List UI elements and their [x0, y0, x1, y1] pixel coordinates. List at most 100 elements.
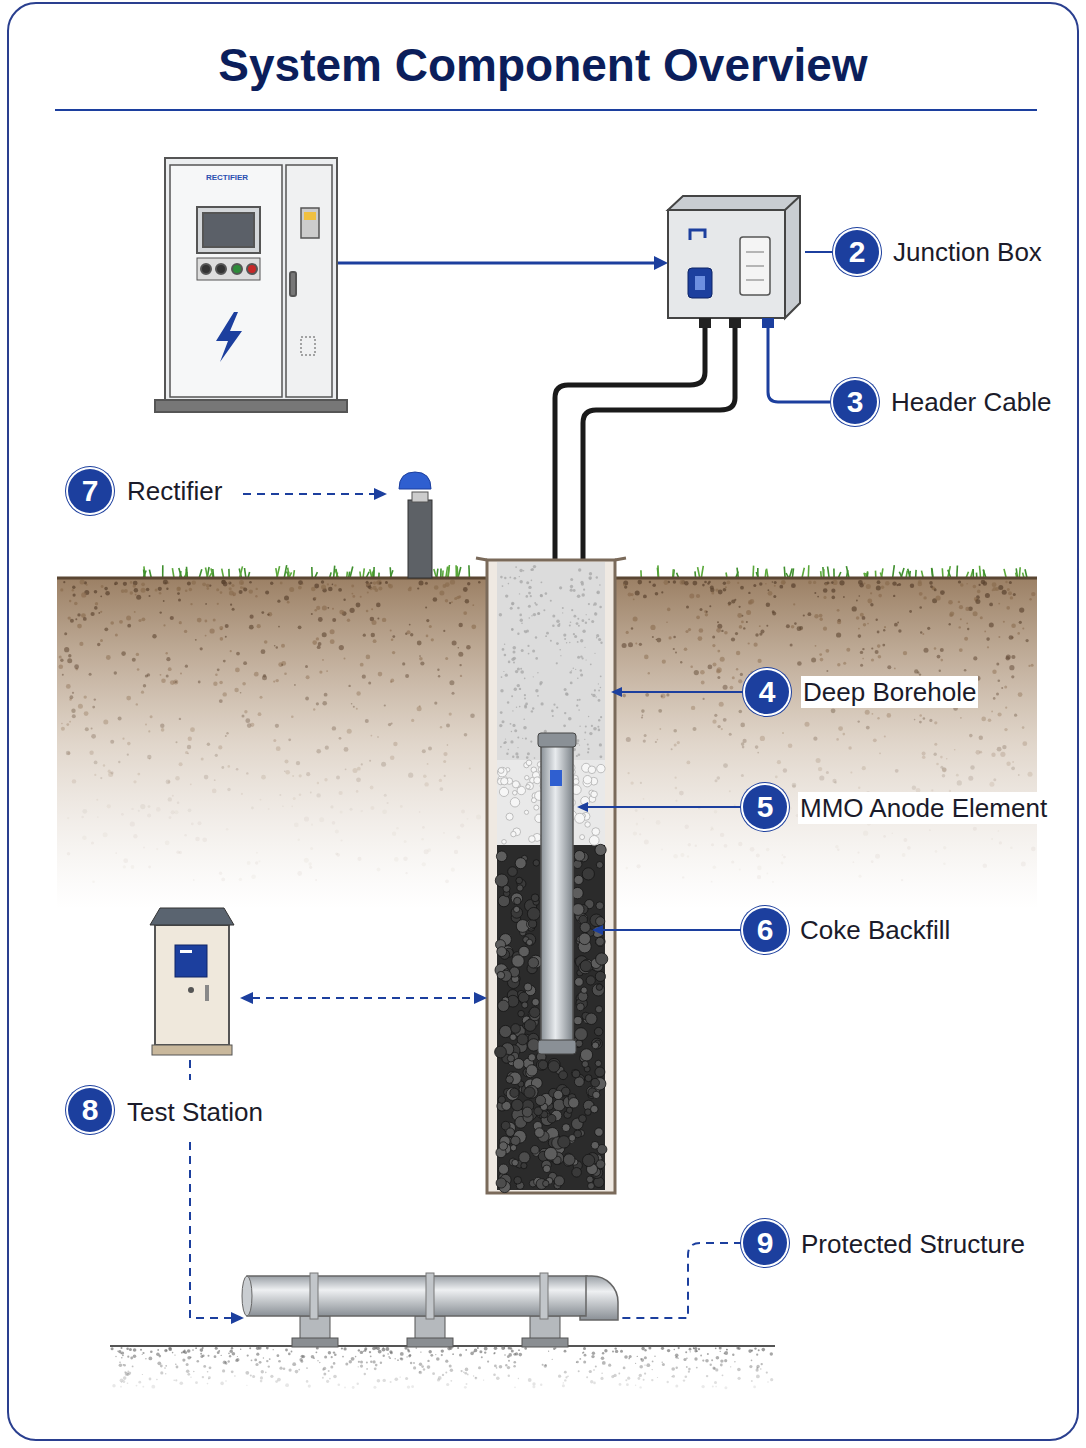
soil-grain — [178, 598, 181, 601]
fill-grain — [576, 704, 578, 706]
soil-grain — [317, 645, 321, 649]
soil-grain — [236, 768, 239, 771]
fill-grain — [569, 642, 570, 643]
soil-grain — [77, 624, 82, 629]
soil-grain — [794, 622, 797, 625]
soil-grain — [885, 581, 890, 586]
soil-grain — [360, 663, 364, 667]
soil-grain — [757, 866, 762, 871]
soil-grain — [940, 648, 944, 652]
soil-grain — [819, 653, 822, 656]
fill-grain — [500, 711, 503, 714]
fill-grain — [500, 576, 503, 579]
soil-grain — [445, 599, 448, 602]
soil-grain — [826, 649, 830, 653]
soil-grain — [689, 594, 694, 599]
fill-grain — [516, 756, 519, 759]
soil-grain — [979, 584, 981, 586]
soil-grain — [1005, 707, 1007, 709]
coke-piece — [535, 1095, 545, 1105]
soil-grain — [316, 702, 319, 705]
fill-grain — [556, 706, 558, 708]
soil-grain — [185, 665, 188, 668]
soil-grain — [110, 740, 114, 744]
coke-piece — [579, 1115, 587, 1123]
soil-grain — [1009, 635, 1014, 640]
soil-grain — [288, 738, 291, 741]
fill-grain — [502, 585, 504, 587]
fill-grain — [564, 688, 567, 691]
coke-piece — [591, 1078, 600, 1087]
fill-grain — [594, 689, 596, 691]
soil-grain — [367, 592, 369, 594]
soil-grain — [74, 602, 78, 606]
coke-piece — [514, 897, 521, 904]
soil-grain — [376, 581, 380, 585]
soil-grain — [1003, 621, 1005, 623]
soil-grain — [204, 775, 209, 780]
soil-grain — [188, 737, 192, 741]
soil-grain — [104, 627, 108, 631]
soil-grain — [390, 629, 392, 631]
soil-grain — [176, 851, 179, 854]
coke-piece — [581, 987, 587, 993]
soil-grain — [635, 591, 640, 596]
soil-grain — [86, 584, 88, 586]
soil-grain — [964, 669, 967, 672]
soil-grain — [790, 643, 793, 646]
soil-grain — [70, 619, 74, 623]
soil-grain — [382, 810, 387, 815]
soil-grain — [870, 603, 873, 606]
soil-grain — [642, 715, 644, 717]
soil-grain — [463, 611, 467, 615]
soil-grain — [438, 675, 440, 677]
soil-grain — [451, 601, 453, 603]
soil-grain — [313, 708, 315, 710]
soil-grain — [1017, 632, 1020, 635]
fill-grain — [573, 589, 576, 592]
grass-blade — [737, 568, 738, 578]
soil-grain — [160, 611, 162, 613]
fill-grain — [570, 682, 573, 685]
soil-grain — [759, 625, 761, 627]
soil-grain — [715, 779, 718, 782]
soil-grain — [239, 580, 244, 585]
soil-grain — [291, 805, 293, 807]
fill-grain — [526, 595, 529, 598]
soil-grain — [143, 846, 145, 848]
fill-grain — [598, 683, 599, 684]
soil-grain — [316, 606, 320, 610]
coke-piece — [563, 1154, 575, 1166]
coke-piece — [574, 1017, 582, 1025]
soil-grain — [193, 879, 195, 881]
soil-grain — [1022, 741, 1027, 746]
soil-grain — [1028, 665, 1030, 667]
soil-grain — [101, 585, 104, 588]
fill-grain — [505, 738, 506, 739]
coke-piece — [515, 858, 526, 869]
soil-grain — [133, 584, 136, 587]
soil-grain — [141, 588, 146, 593]
coke-piece — [585, 1075, 592, 1082]
soil-grain — [373, 581, 377, 585]
fill-grain — [587, 744, 589, 746]
grass-blade — [802, 568, 804, 578]
fill-grain — [525, 738, 527, 740]
soil-grain — [829, 582, 831, 584]
soil-grain — [1022, 627, 1024, 629]
soil-grain — [81, 592, 86, 597]
soil-grain — [622, 694, 626, 698]
soil-grain — [788, 807, 792, 811]
soil-grain — [696, 615, 700, 619]
fill-grain — [508, 583, 510, 585]
soil-grain — [717, 650, 720, 653]
soil-grain — [437, 669, 439, 671]
soil-grain — [335, 830, 339, 834]
soil-grain — [472, 604, 474, 606]
fill-grain — [533, 565, 536, 568]
coke-piece — [596, 937, 605, 946]
fill-grain — [562, 607, 564, 609]
fill-grain — [515, 566, 517, 568]
fill-grain — [571, 670, 572, 671]
soil-grain — [205, 635, 207, 637]
